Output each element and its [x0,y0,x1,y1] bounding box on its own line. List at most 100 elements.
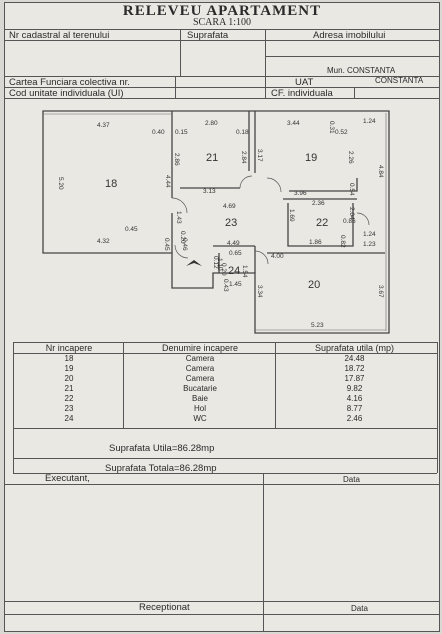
dimension-label: 4.69 [223,203,236,210]
dimension-label: 0.20 [179,231,186,244]
dimension-label: 2.84 [240,151,247,164]
cell: 2.46 [346,414,363,423]
dimension-label: 3.34 [256,285,263,298]
table-row: 23 Hol 8.77 [15,404,435,414]
room-number: 21 [206,152,218,164]
dimension-label: 4.44 [164,175,171,188]
uat-value: CONSTANTA [375,76,424,85]
cod-unitate-label: Cod unitate individuala (UI) [9,88,124,99]
header-denumire: Denumire incapere [161,343,239,353]
table-row: 18 Camera 24.48 [15,354,435,364]
dimension-label: 1.45 [229,281,242,288]
header-suprafata: Suprafata utila (mp) [314,343,395,353]
dimension-label: 0.18 [236,129,249,136]
dimension-label: 0.40 [152,129,165,136]
door-arc [356,212,370,226]
cell: Hol [193,404,206,413]
dimension-label: 1.24 [363,231,376,238]
cell: Camera [185,364,215,373]
cf-individuala-label: CF. individuala [271,88,333,99]
dimension-label: 0.31 [328,121,335,134]
divider [5,98,439,99]
cell: 4.16 [346,394,363,403]
header-nr: Nr incapere [45,343,93,353]
table-row: 19 Camera 18.72 [15,364,435,374]
cell: 19 [64,364,74,373]
room-number: 18 [105,178,117,190]
dimension-label: 3.17 [256,149,263,162]
divider [263,473,264,631]
room-number: 20 [308,279,320,291]
dimension-label: 3.44 [287,120,300,127]
cell: 24.48 [344,354,365,363]
dimension-label: 1.23 [363,241,376,248]
dimension-label: 1.54 [241,265,248,278]
dimension-label: 5.20 [57,177,64,190]
dimension-label: 1.86 [309,239,322,246]
nr-cadastral-label: Nr cadastral al terenului [9,30,110,41]
divider [5,40,439,41]
dimension-label: 0.15 [175,129,188,136]
divider [5,29,439,30]
table-border [437,342,438,473]
dimension-label: 2.36 [312,200,325,207]
cell: 23 [64,404,74,413]
cell: 8.77 [346,404,363,413]
divider [265,56,439,57]
dimension-label: 1.69 [288,209,295,222]
door-arc [174,244,189,259]
door-arc [254,250,269,265]
table-row: 21 Bucatarie 9.82 [15,384,435,394]
door-arc [171,197,188,214]
dimension-label: 1.10 [216,258,223,271]
dimension-label: 2.80 [205,120,218,127]
cell: 24 [64,414,74,423]
table-border [275,342,276,428]
room-number: 22 [316,217,328,229]
dimension-label: 4.37 [97,122,110,129]
outer-wall [42,110,390,334]
carte-funciara-label: Cartea Funciara colectiva nr. [9,77,130,88]
dimension-label: 2.04 [348,207,355,220]
divider [5,614,439,615]
suprafata-totala: Suprafata Totala=86.28mp [105,463,217,474]
table-border [123,342,124,428]
scale-label: SCARA 1:100 [192,17,252,28]
suprafata-utila: Suprafata Utila=86.28mp [109,443,215,454]
table-border [13,473,437,474]
dimension-label: 2.26 [347,151,354,164]
floor-plan: 18 19 20 21 22 23 24 4.37 0.40 0.15 2.80… [42,110,390,334]
table-header-row: Nr incapere Denumire incapere Suprafata … [15,343,435,353]
dimension-label: 0.52 [335,129,348,136]
divider [5,87,439,88]
cell: Camera [185,354,215,363]
uat-label: UAT [295,77,314,88]
dimension-label: 0.45 [163,238,170,251]
dimension-label: 0.86 [343,218,356,225]
cell: 17.87 [344,374,365,383]
dimension-label: 3.13 [203,188,216,195]
table-row: 20 Camera 17.87 [15,374,435,384]
dimension-label: 0.82 [339,235,346,248]
table-row: 22 Baie 4.16 [15,394,435,404]
table-border [13,458,437,459]
cell: Camera [185,374,215,383]
table-border [13,342,437,343]
cell: 18.72 [344,364,365,373]
dimension-label: 1.24 [363,118,376,125]
cell: 22 [64,394,74,403]
door-arc [239,175,253,189]
executant-label: Executant, [45,473,90,484]
dimension-label: 3.67 [377,285,384,298]
dimension-label: 4.00 [271,253,284,260]
divider [5,601,439,602]
receptionat-label: Receptionat [139,602,190,613]
divider [354,87,355,98]
data-label: Data [343,475,360,484]
cell: WC [193,414,207,423]
door-arc [266,177,282,193]
cell: Baie [191,394,208,403]
mun-label: Mun. CONSTANTA [327,66,396,75]
dimension-label: 0.54 [348,183,355,196]
cell: 18 [64,354,74,363]
